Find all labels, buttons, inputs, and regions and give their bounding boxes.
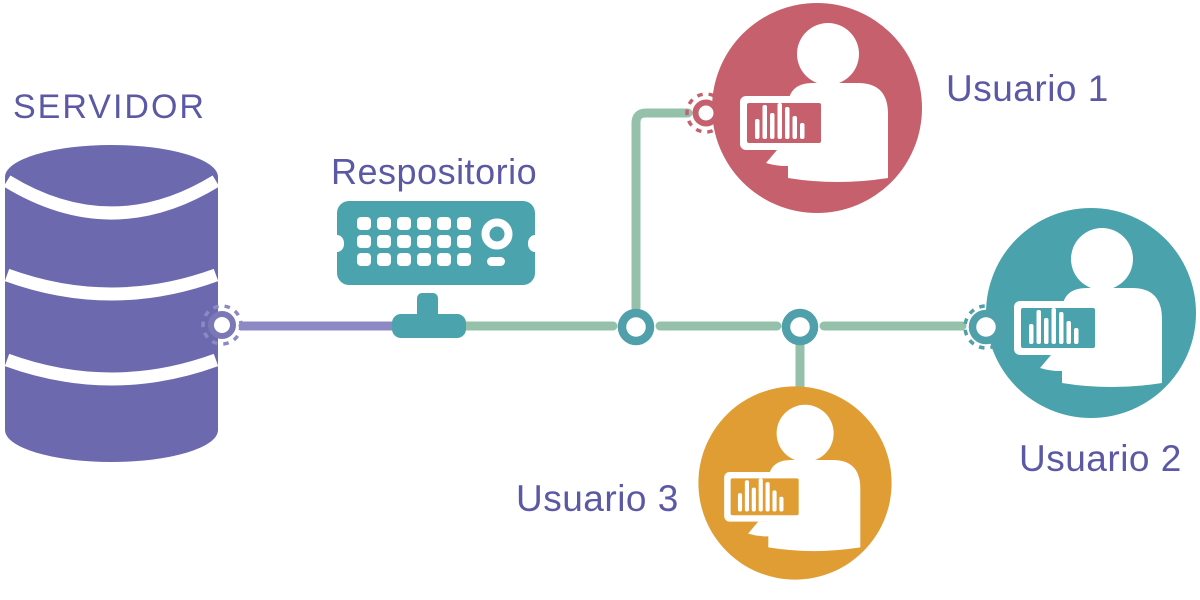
database-body bbox=[5, 145, 218, 462]
database-icon bbox=[3, 145, 220, 462]
chart-bars-icon bbox=[755, 103, 805, 139]
chart-bars-icon bbox=[737, 478, 784, 512]
database-divider bbox=[4, 268, 219, 301]
repository-notch-right bbox=[528, 235, 542, 252]
chart-bars-icon bbox=[1029, 308, 1079, 344]
dashed-ring bbox=[685, 92, 727, 134]
node-ring bbox=[208, 311, 236, 339]
repository-pin-grid bbox=[357, 217, 471, 266]
link-branch-to-user1 bbox=[631, 108, 693, 313]
user2-connection-node bbox=[963, 304, 1009, 350]
monitor-stand bbox=[766, 150, 806, 166]
user1-avatar bbox=[712, 3, 922, 213]
node-ring bbox=[692, 99, 720, 127]
user1-label: Usuario 1 bbox=[946, 68, 1109, 109]
monitor-stand bbox=[748, 521, 785, 537]
repository-stand-stem bbox=[417, 293, 438, 320]
database-divider bbox=[4, 353, 219, 386]
link-network bbox=[457, 108, 967, 397]
repository-slot bbox=[487, 257, 505, 266]
repository-stand-base bbox=[392, 314, 466, 338]
user2-avatar bbox=[986, 208, 1196, 418]
database-divider bbox=[3, 175, 220, 220]
dashed-ring bbox=[963, 304, 1009, 350]
user2-label: Usuario 2 bbox=[1019, 438, 1182, 479]
branch-node-1 bbox=[617, 308, 655, 346]
person-head bbox=[1071, 228, 1133, 290]
person-head bbox=[776, 404, 834, 462]
server-connection-node bbox=[201, 304, 243, 346]
branch-node-2 bbox=[781, 308, 819, 346]
user1-connection-node bbox=[685, 92, 727, 134]
repository-ring bbox=[481, 218, 513, 250]
user3-label: Usuario 3 bbox=[516, 478, 679, 519]
repository-icon bbox=[330, 201, 542, 285]
monitor-stand bbox=[1040, 355, 1080, 371]
repository-notch-left bbox=[330, 235, 344, 252]
person-head bbox=[797, 23, 859, 85]
user3-avatar bbox=[698, 386, 892, 580]
repository-label: Respositorio bbox=[331, 151, 538, 192]
dashed-ring bbox=[201, 304, 243, 346]
server-label: SERVIDOR bbox=[13, 88, 206, 126]
node-ring bbox=[968, 309, 1004, 345]
